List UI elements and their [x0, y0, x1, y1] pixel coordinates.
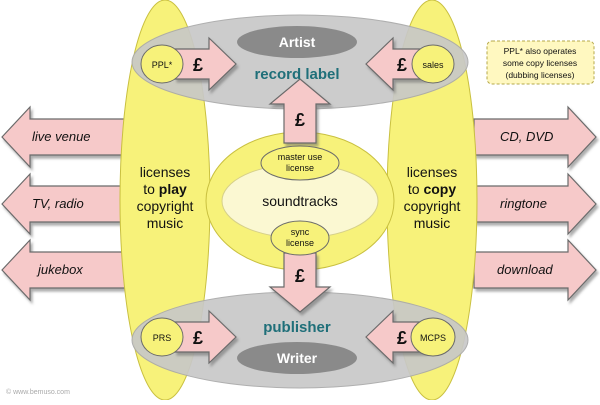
sales-circle — [411, 44, 455, 84]
output-cd-dvd: CD, DVD — [500, 129, 553, 144]
artist-pill — [237, 26, 357, 58]
writer-label: Writer — [277, 350, 318, 366]
output-download: download — [497, 262, 553, 277]
output-jukebox: jukebox — [36, 262, 83, 277]
play-panel-line1: licenses — [140, 164, 191, 180]
mcps-pound-sign: £ — [397, 328, 407, 348]
mcps-label: MCPS — [420, 333, 446, 343]
play-panel-line2: to play — [143, 181, 187, 197]
artist-label: Artist — [279, 34, 316, 50]
output-tv-radio: TV, radio — [32, 196, 84, 211]
play-panel-line3: copyright — [137, 198, 194, 214]
sync-license-line1: sync — [291, 227, 310, 237]
ppl-circle — [140, 44, 184, 84]
ppl-pound-sign: £ — [193, 55, 203, 75]
copy-panel-line2-prefix: to — [408, 181, 424, 197]
master-up-pound-sign: £ — [295, 110, 305, 130]
copy-panel-line1: licenses — [407, 164, 458, 180]
prs-circle — [140, 317, 184, 357]
ppl-note-box — [486, 40, 595, 85]
output-ringtone: ringtone — [500, 196, 547, 211]
prs-label: PRS — [153, 333, 172, 343]
master-use-license-line1: master use — [278, 152, 323, 162]
sync-license-oval — [270, 220, 330, 256]
master-use-license-oval — [260, 145, 340, 181]
mcps-circle — [410, 317, 456, 357]
ppl-note-line2: some copy licenses — [503, 58, 577, 68]
master-use-up-arrow — [268, 78, 332, 144]
play-panel-line4: music — [147, 215, 184, 231]
ppl-note-line3: (dubbing licenses) — [506, 70, 575, 80]
copy-panel-line4: music — [414, 215, 451, 231]
copy-panel-line3: copyright — [404, 198, 461, 214]
prs-pound-sign: £ — [193, 328, 203, 348]
copy-panel-line2: to copy — [408, 181, 456, 197]
copyright-footer: © www.bemuso.com — [6, 388, 70, 396]
output-live-venue: live venue — [32, 129, 91, 144]
sync-license-line2: license — [286, 238, 314, 248]
publisher-title: publisher — [263, 319, 331, 336]
sales-label: sales — [422, 60, 444, 70]
sync-down-pound-sign: £ — [295, 266, 305, 286]
play-panel-line2-bold: play — [159, 181, 187, 197]
play-panel-line2-prefix: to — [143, 181, 159, 197]
sales-pound-sign: £ — [397, 55, 407, 75]
record-label-title: record label — [254, 66, 339, 83]
copy-panel-line2-bold: copy — [423, 181, 456, 197]
writer-pill — [237, 342, 357, 374]
ppl-note-line1: PPL* also operates — [504, 46, 577, 56]
ppl-label: PPL* — [152, 60, 173, 70]
master-use-license-line2: license — [286, 163, 314, 173]
soundtracks-label: soundtracks — [262, 193, 337, 209]
